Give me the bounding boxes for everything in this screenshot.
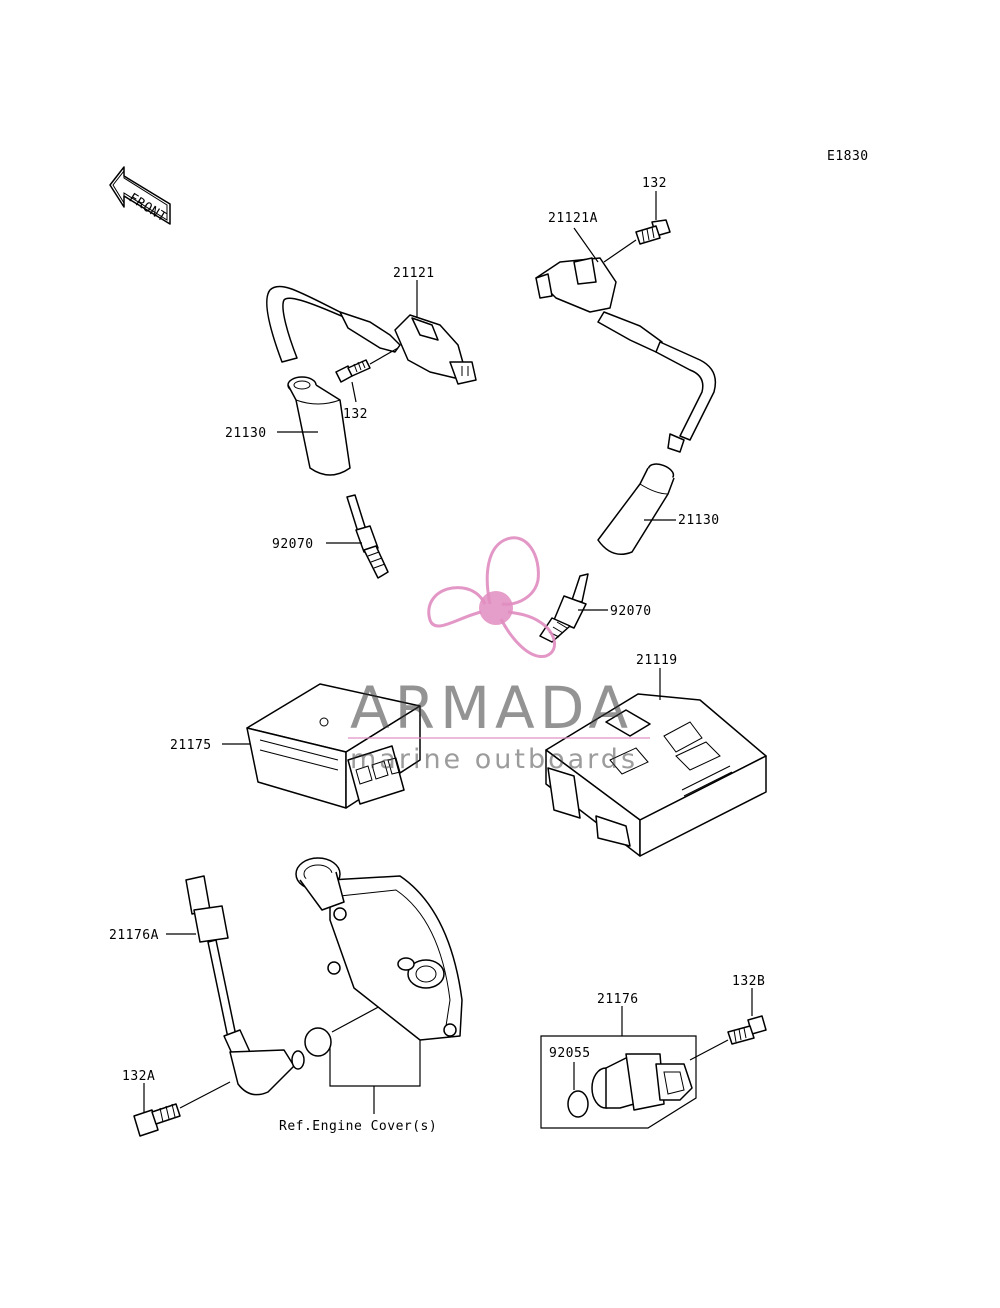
crank-sensor-left xyxy=(185,875,305,1096)
label-sensor-left: 21176A xyxy=(109,928,159,943)
label-coil-left: 21121 xyxy=(393,266,435,281)
label-cap-right: 21130 xyxy=(678,513,720,528)
label-oring: 92055 xyxy=(549,1046,591,1061)
bolt-left xyxy=(335,359,371,383)
leader-bolt-coil-left xyxy=(369,347,399,365)
leader-coil-right xyxy=(573,227,599,263)
leader-bolt-sensor-right xyxy=(689,1039,729,1061)
ignition-coil-left xyxy=(266,285,477,385)
igniter-unit xyxy=(246,683,421,809)
label-plug-right: 92070 xyxy=(610,604,652,619)
label-plug-left: 92070 xyxy=(272,537,314,552)
label-sensor-right: 21176 xyxy=(597,992,639,1007)
o-ring-left xyxy=(304,1027,332,1057)
crank-sensor-right xyxy=(591,1053,693,1111)
bolt-bottom-left xyxy=(133,1103,181,1137)
plug-cap-right xyxy=(597,463,675,555)
spark-plug-right xyxy=(539,573,589,643)
plug-cap-left xyxy=(287,376,351,476)
watermark-logo-icon xyxy=(427,536,556,658)
label-bolt-top-right: 132 xyxy=(642,176,667,191)
label-igniter: 21175 xyxy=(170,738,212,753)
label-bolt-left: 132 xyxy=(343,407,368,422)
label-cap-left: 21130 xyxy=(225,426,267,441)
leader-bolt-coil-right xyxy=(603,239,637,263)
label-ref-cover: Ref.Engine Cover(s) xyxy=(279,1119,437,1134)
watermark-tagline: marine outboards xyxy=(350,744,638,775)
label-bolt-bottom-left: 132A xyxy=(122,1069,155,1084)
bracket-ref-cover xyxy=(329,1040,421,1087)
ignition-coil-right xyxy=(535,257,717,453)
engine-cover xyxy=(295,857,463,1041)
ecu-unit xyxy=(545,693,767,857)
leader-bolt-left xyxy=(351,381,357,403)
bolt-bottom-right xyxy=(727,1015,767,1045)
bolt-top-right xyxy=(635,219,671,245)
o-ring-right xyxy=(567,1090,589,1118)
spark-plug-left xyxy=(346,494,389,579)
label-coil-right: 21121A xyxy=(548,211,598,226)
front-arrow-icon: FRONT xyxy=(109,166,171,225)
leader-bolt-sensor-left xyxy=(179,1081,231,1109)
label-bolt-bottom-right: 132B xyxy=(732,974,765,989)
label-ecu: 21119 xyxy=(636,653,678,668)
sensor-right-box xyxy=(540,1035,697,1129)
diagram-code: E1830 xyxy=(827,149,869,164)
watermark-brand: ARMADA xyxy=(350,674,633,742)
